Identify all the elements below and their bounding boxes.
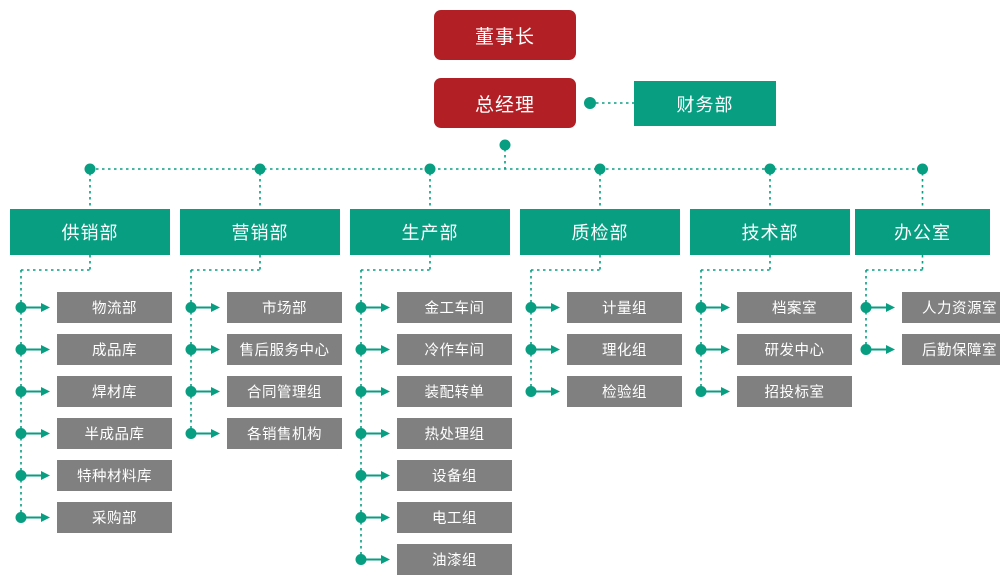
- connector-dot: [525, 344, 537, 355]
- unit-box[interactable]: 电工组: [397, 502, 512, 533]
- connector-dot: [355, 512, 367, 523]
- connector-dot: [594, 163, 606, 175]
- unit-box[interactable]: 计量组: [567, 292, 682, 323]
- unit-box[interactable]: 装配转单: [397, 376, 512, 407]
- unit-box[interactable]: 物流部: [57, 292, 172, 323]
- connector-dot: [355, 302, 367, 313]
- unit-box[interactable]: 特种材料库: [57, 460, 172, 491]
- arrow-icon: [536, 387, 560, 396]
- arrow-icon: [366, 555, 390, 564]
- executive-box-general-manager[interactable]: 总经理: [434, 78, 576, 128]
- connector-dot: [695, 302, 707, 313]
- executive-box-chairman[interactable]: 董事长: [434, 10, 576, 60]
- unit-box[interactable]: 焊材库: [57, 376, 172, 407]
- connector-dot: [15, 428, 27, 439]
- arrow-icon: [871, 303, 895, 312]
- unit-box[interactable]: 售后服务中心: [227, 334, 342, 365]
- connector-dot: [84, 163, 96, 175]
- arrow-icon: [366, 513, 390, 522]
- unit-box[interactable]: 热处理组: [397, 418, 512, 449]
- department-box-marketing[interactable]: 营销部: [180, 209, 340, 255]
- unit-box[interactable]: 半成品库: [57, 418, 172, 449]
- connector-dot: [917, 163, 928, 175]
- connector-dot: [764, 163, 776, 175]
- arrow-icon: [26, 387, 50, 396]
- arrow-icon: [706, 303, 730, 312]
- connector-dot: [499, 139, 511, 151]
- department-box-supply-sales[interactable]: 供销部: [10, 209, 170, 255]
- department-box-technology[interactable]: 技术部: [690, 209, 850, 255]
- unit-box[interactable]: 冷作车间: [397, 334, 512, 365]
- unit-box[interactable]: 油漆组: [397, 544, 512, 575]
- unit-box[interactable]: 市场部: [227, 292, 342, 323]
- arrow-icon: [366, 429, 390, 438]
- connector-dot: [355, 554, 367, 565]
- arrow-icon: [366, 303, 390, 312]
- department-box-production[interactable]: 生产部: [350, 209, 510, 255]
- connector-dot: [15, 386, 27, 397]
- unit-box[interactable]: 金工车间: [397, 292, 512, 323]
- unit-box[interactable]: 研发中心: [737, 334, 852, 365]
- connector-dot: [525, 302, 537, 313]
- unit-box[interactable]: 各销售机构: [227, 418, 342, 449]
- connector-dot: [15, 470, 27, 481]
- arrow-icon: [196, 345, 220, 354]
- arrow-icon: [536, 345, 560, 354]
- connector-dot: [254, 163, 266, 175]
- connector-dot: [584, 97, 596, 109]
- unit-box[interactable]: 检验组: [567, 376, 682, 407]
- connector-dot: [15, 512, 27, 523]
- connector-dot: [355, 344, 367, 355]
- connector-dot: [355, 428, 367, 439]
- arrow-icon: [366, 471, 390, 480]
- staff-box-finance[interactable]: 财务部: [634, 81, 776, 126]
- arrow-icon: [536, 303, 560, 312]
- connector-dot: [185, 428, 197, 439]
- unit-box[interactable]: 人力资源室: [902, 292, 1000, 323]
- arrow-icon: [871, 345, 895, 354]
- connector-dot: [525, 386, 537, 397]
- unit-box[interactable]: 设备组: [397, 460, 512, 491]
- connector-dot: [695, 344, 707, 355]
- unit-box[interactable]: 采购部: [57, 502, 172, 533]
- unit-box[interactable]: 合同管理组: [227, 376, 342, 407]
- arrow-icon: [196, 303, 220, 312]
- arrow-icon: [26, 471, 50, 480]
- arrow-icon: [706, 387, 730, 396]
- connector-dot: [355, 386, 367, 397]
- arrow-icon: [366, 387, 390, 396]
- connector-dot: [424, 163, 436, 175]
- connector-dot: [15, 302, 27, 313]
- connector-dot: [355, 470, 367, 481]
- arrow-icon: [196, 429, 220, 438]
- connector-dot: [185, 302, 197, 313]
- arrow-icon: [26, 429, 50, 438]
- unit-box[interactable]: 招投标室: [737, 376, 852, 407]
- connector-dot: [860, 302, 872, 313]
- unit-box[interactable]: 档案室: [737, 292, 852, 323]
- department-box-office[interactable]: 办公室: [855, 209, 990, 255]
- connector-dot: [695, 386, 707, 397]
- connector-dot: [15, 344, 27, 355]
- arrow-icon: [366, 345, 390, 354]
- connector-dot: [860, 344, 872, 355]
- connector-dot: [185, 344, 197, 355]
- arrow-icon: [26, 303, 50, 312]
- unit-box[interactable]: 后勤保障室: [902, 334, 1000, 365]
- arrow-icon: [26, 345, 50, 354]
- connector-dot: [185, 386, 197, 397]
- unit-box[interactable]: 成品库: [57, 334, 172, 365]
- arrow-icon: [196, 387, 220, 396]
- arrow-icon: [706, 345, 730, 354]
- department-box-quality[interactable]: 质检部: [520, 209, 680, 255]
- arrow-icon: [26, 513, 50, 522]
- unit-box[interactable]: 理化组: [567, 334, 682, 365]
